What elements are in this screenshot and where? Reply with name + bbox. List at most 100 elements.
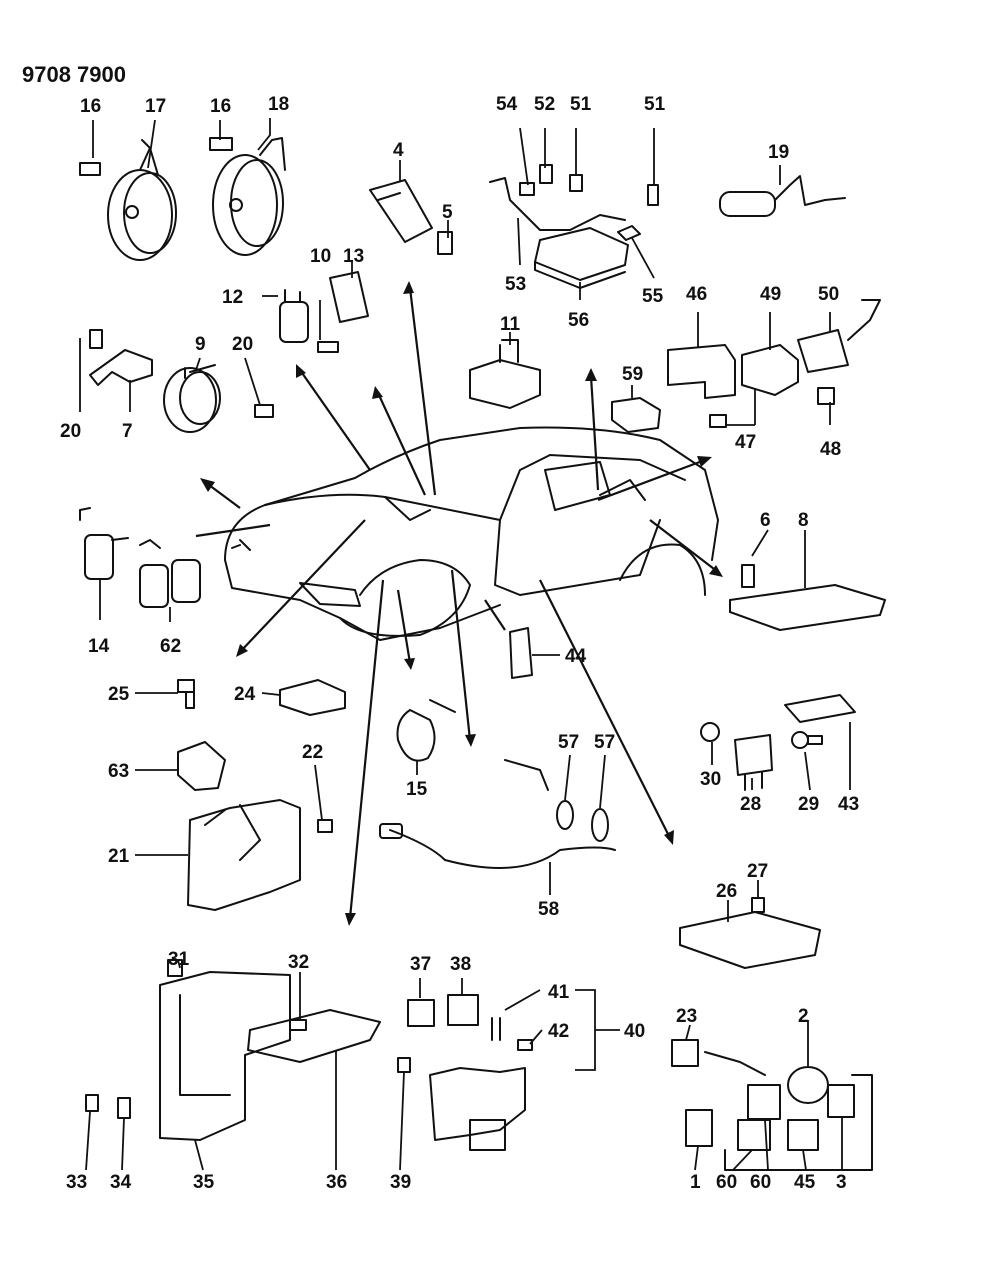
- clip-15-illustration: [396, 699, 456, 762]
- car-body-outline: [224, 426, 719, 641]
- label-29: 29: [798, 794, 819, 815]
- horn-17-illustration: [79, 139, 177, 261]
- label-60b: 60: [750, 1172, 771, 1193]
- label-23: 23: [676, 1006, 697, 1027]
- label-31: 31: [168, 949, 190, 970]
- label-47: 47: [735, 432, 756, 453]
- label-60a: 60: [716, 1172, 737, 1193]
- label-38: 38: [450, 954, 471, 975]
- label-51a: 51: [570, 94, 592, 115]
- relay-14-illustration: [79, 507, 129, 580]
- part-24-illustration: [279, 679, 346, 716]
- label-44: 44: [565, 646, 587, 667]
- label-4: 4: [393, 140, 404, 161]
- label-20b: 20: [60, 421, 81, 442]
- relay-11-illustration: [469, 339, 541, 409]
- label-12: 12: [222, 287, 243, 308]
- part-44-illustration: [509, 627, 533, 679]
- label-5: 5: [442, 202, 453, 223]
- label-46: 46: [686, 284, 707, 305]
- label-18: 18: [268, 94, 289, 115]
- label-21: 21: [108, 846, 130, 867]
- part-43-illustration: [784, 694, 856, 723]
- pointer-arrows: [195, 281, 723, 926]
- control-unit-56-illustration: [489, 164, 659, 289]
- label-57b: 57: [594, 732, 615, 753]
- label-8: 8: [798, 510, 809, 531]
- label-2: 2: [798, 1006, 809, 1027]
- label-6: 6: [760, 510, 771, 531]
- label-43: 43: [838, 794, 859, 815]
- part-25-illustration: [177, 679, 195, 709]
- label-14: 14: [88, 636, 110, 657]
- label-17: 17: [145, 96, 166, 117]
- label-35: 35: [193, 1172, 215, 1193]
- module-26-illustration: [679, 897, 821, 969]
- label-11: 11: [500, 314, 521, 335]
- label-51b: 51: [644, 94, 666, 115]
- label-52: 52: [534, 94, 555, 115]
- label-32: 32: [288, 952, 309, 973]
- label-58: 58: [538, 899, 559, 920]
- relay-28-illustration: [734, 734, 773, 791]
- relay-block-40-illustration: [397, 994, 533, 1151]
- relay-63-illustration: [177, 741, 226, 791]
- bracket-7-illustration: [89, 329, 274, 418]
- module-4-illustration: [369, 179, 453, 255]
- label-53: 53: [505, 274, 526, 295]
- label-49: 49: [760, 284, 781, 305]
- label-48: 48: [820, 439, 841, 460]
- label-54: 54: [496, 94, 518, 115]
- label-33: 33: [66, 1172, 87, 1193]
- label-40: 40: [624, 1021, 645, 1042]
- label-41: 41: [548, 982, 570, 1003]
- label-62: 62: [160, 636, 181, 657]
- bracket-36-illustration: [247, 1009, 381, 1063]
- relay-group-illustration: [671, 1039, 873, 1171]
- label-59: 59: [622, 364, 643, 385]
- harness-58-illustration: [379, 759, 616, 869]
- label-19: 19: [768, 142, 789, 163]
- label-25: 25: [108, 684, 130, 705]
- label-28: 28: [740, 794, 761, 815]
- label-10: 10: [310, 246, 331, 267]
- label-36: 36: [326, 1172, 347, 1193]
- label-57a: 57: [558, 732, 579, 753]
- label-1: 1: [690, 1172, 701, 1193]
- label-55: 55: [642, 286, 664, 307]
- label-27: 27: [747, 861, 768, 882]
- label-24: 24: [234, 684, 256, 705]
- relay-12-illustration: [279, 289, 309, 343]
- label-9: 9: [195, 334, 206, 355]
- bracket-21-illustration: [187, 799, 333, 911]
- horn-18-illustration: [209, 137, 286, 256]
- label-34: 34: [110, 1172, 132, 1193]
- label-22: 22: [302, 742, 323, 763]
- label-26: 26: [716, 881, 737, 902]
- label-42: 42: [548, 1021, 569, 1042]
- panel-35-illustration: [85, 959, 291, 1141]
- bracket-49-illustration: [741, 344, 799, 396]
- label-3: 3: [836, 1172, 847, 1193]
- label-16a: 16: [80, 96, 101, 117]
- horn-9-illustration: [163, 364, 221, 433]
- bracket-46-illustration: [667, 344, 736, 399]
- label-20a: 20: [232, 334, 253, 355]
- relay-62-illustration: [139, 539, 201, 608]
- callout-lines: [79, 118, 851, 1171]
- label-13: 13: [343, 246, 364, 267]
- label-16b: 16: [210, 96, 231, 117]
- part-labels: 16 17 16 18 4 5 12 10 13 11 9 20 20 7 54…: [60, 94, 859, 1193]
- label-50: 50: [818, 284, 839, 305]
- label-45: 45: [794, 1172, 816, 1193]
- relay-13-illustration: [317, 271, 369, 353]
- label-63: 63: [108, 761, 129, 782]
- label-56: 56: [568, 310, 589, 331]
- label-39: 39: [390, 1172, 411, 1193]
- part-29-30-illustration: [700, 722, 823, 749]
- figure-code: 9708 7900: [22, 62, 126, 87]
- label-37: 37: [410, 954, 431, 975]
- relay-50-illustration: [709, 299, 881, 428]
- label-7: 7: [122, 421, 133, 442]
